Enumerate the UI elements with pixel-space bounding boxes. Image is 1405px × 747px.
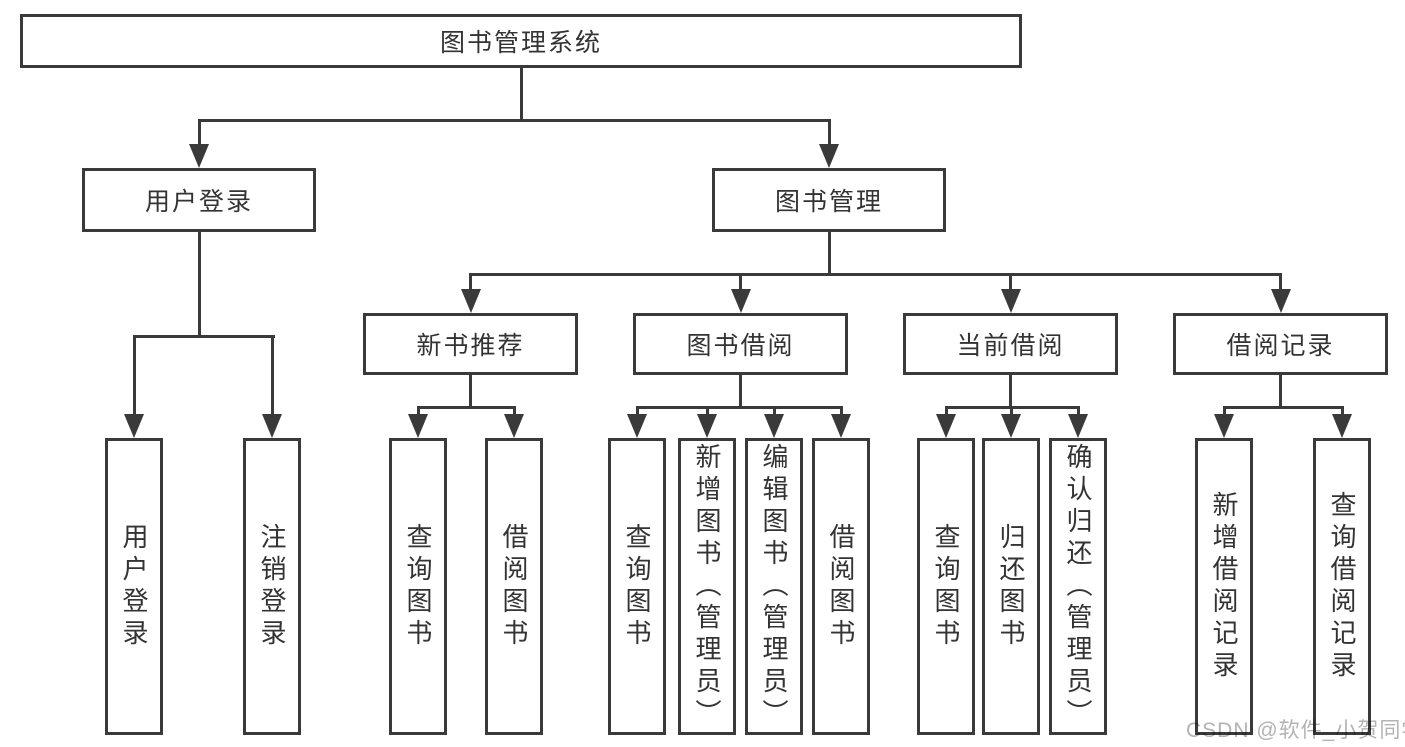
connector-line bbox=[1279, 272, 1282, 293]
node-current-borrowing: 当前借阅 bbox=[903, 313, 1118, 375]
node-label: 用户登录 bbox=[144, 188, 253, 216]
node-new-book-recommend: 新书推荐 bbox=[363, 313, 578, 375]
connector-line bbox=[469, 272, 472, 293]
connector-line bbox=[270, 334, 274, 417]
node-label: 查询借阅记录 bbox=[1327, 490, 1357, 683]
node-label: 借阅记录 bbox=[1226, 332, 1335, 360]
node-label: 注销登录 bbox=[257, 522, 287, 651]
node-label: 归还图书 bbox=[996, 522, 1026, 651]
node-label: 新增图书（管理员） bbox=[692, 442, 722, 731]
connector-line bbox=[197, 232, 201, 337]
node-label: 查询图书 bbox=[403, 522, 433, 651]
node-label: 图书管理 bbox=[774, 188, 883, 216]
arrow-down-icon bbox=[262, 414, 282, 438]
node-label: 用户登录 bbox=[119, 522, 149, 651]
connector-line bbox=[772, 405, 776, 418]
connector-line bbox=[944, 405, 948, 418]
node-user-login-leaf: 用户登录 bbox=[105, 438, 163, 735]
arrow-down-icon bbox=[189, 144, 209, 168]
connector-line bbox=[635, 405, 639, 418]
node-label: 新增借阅记录 bbox=[1209, 490, 1239, 683]
arrow-down-icon bbox=[1000, 289, 1021, 313]
node-confirm-return-admin: 确认归还（管理员） bbox=[1049, 438, 1107, 735]
connector-line bbox=[739, 272, 742, 293]
connector-line bbox=[519, 68, 523, 120]
node-user-login-branch: 用户登录 bbox=[82, 168, 316, 232]
node-label: 查询图书 bbox=[622, 522, 652, 651]
node-borrow-books-under-book-borrowing: 借阅图书 bbox=[812, 438, 870, 735]
arrow-down-icon bbox=[1001, 414, 1021, 438]
arrow-down-icon bbox=[831, 414, 851, 438]
arrow-down-icon bbox=[1214, 414, 1234, 438]
connector-line bbox=[132, 334, 136, 417]
connector-line bbox=[416, 405, 420, 418]
arrow-down-icon bbox=[1332, 414, 1352, 438]
node-label: 图书借阅 bbox=[686, 332, 795, 360]
node-label: 确认归还（管理员） bbox=[1063, 442, 1093, 731]
node-label: 图书管理系统 bbox=[439, 29, 602, 57]
node-label: 查询图书 bbox=[931, 522, 961, 651]
connector-line bbox=[1009, 375, 1012, 408]
connector-line bbox=[512, 405, 516, 418]
node-book-management-branch: 图书管理 bbox=[712, 168, 946, 232]
node-label: 编辑图书（管理员） bbox=[759, 442, 789, 731]
connector-line bbox=[827, 118, 831, 147]
connector-line bbox=[1076, 405, 1080, 418]
node-label: 当前借阅 bbox=[956, 332, 1065, 360]
arrow-down-icon bbox=[764, 414, 784, 438]
connector-line bbox=[416, 405, 516, 409]
node-book-borrowing: 图书借阅 bbox=[633, 313, 848, 375]
arrow-down-icon bbox=[124, 414, 144, 438]
connector-line bbox=[1222, 405, 1226, 418]
connector-line bbox=[1009, 272, 1012, 293]
arrow-down-icon bbox=[408, 414, 428, 438]
node-logout-leaf: 注销登录 bbox=[243, 438, 301, 735]
connector-line bbox=[827, 232, 831, 275]
connector-line bbox=[1279, 375, 1282, 408]
node-return-books: 归还图书 bbox=[982, 438, 1040, 735]
connector-line bbox=[469, 375, 472, 408]
node-edit-books-admin: 编辑图书（管理员） bbox=[745, 438, 803, 735]
connector-line bbox=[635, 405, 843, 409]
node-borrowing-records: 借阅记录 bbox=[1173, 313, 1388, 375]
connector-line bbox=[132, 334, 275, 338]
node-label: 借阅图书 bbox=[499, 522, 529, 651]
node-query-books-under-book-borrowing: 查询图书 bbox=[608, 438, 666, 735]
arrow-down-icon bbox=[1068, 414, 1088, 438]
connector-line bbox=[1009, 405, 1013, 418]
connector-line bbox=[739, 375, 742, 408]
node-label: 借阅图书 bbox=[826, 522, 856, 651]
arrow-down-icon bbox=[1270, 289, 1291, 313]
connector-line bbox=[1340, 405, 1344, 418]
connector-line bbox=[197, 118, 201, 147]
arrow-down-icon bbox=[460, 289, 481, 313]
arrow-down-icon bbox=[627, 414, 647, 438]
node-library-management-system: 图书管理系统 bbox=[20, 14, 1022, 68]
arrow-down-icon bbox=[819, 144, 839, 168]
node-borrow-books-under-new-book: 借阅图书 bbox=[485, 438, 543, 735]
connector-line bbox=[197, 118, 831, 122]
arrow-down-icon bbox=[936, 414, 956, 438]
node-query-borrow-record: 查询借阅记录 bbox=[1313, 438, 1371, 735]
connector-line bbox=[839, 405, 843, 418]
node-label: 新书推荐 bbox=[416, 332, 525, 360]
connector-line bbox=[705, 405, 709, 418]
watermark: CSDN @软件_小贺同学 bbox=[1186, 719, 1405, 742]
arrow-down-icon bbox=[730, 289, 751, 313]
arrow-down-icon bbox=[504, 414, 524, 438]
arrow-down-icon bbox=[697, 414, 717, 438]
node-query-books-under-new-book: 查询图书 bbox=[389, 438, 447, 735]
connector-line bbox=[469, 272, 1282, 276]
node-add-books-admin: 新增图书（管理员） bbox=[678, 438, 736, 735]
node-query-books-under-current-borrowing: 查询图书 bbox=[917, 438, 975, 735]
connector-line bbox=[1222, 405, 1344, 409]
node-add-borrow-record: 新增借阅记录 bbox=[1195, 438, 1253, 735]
